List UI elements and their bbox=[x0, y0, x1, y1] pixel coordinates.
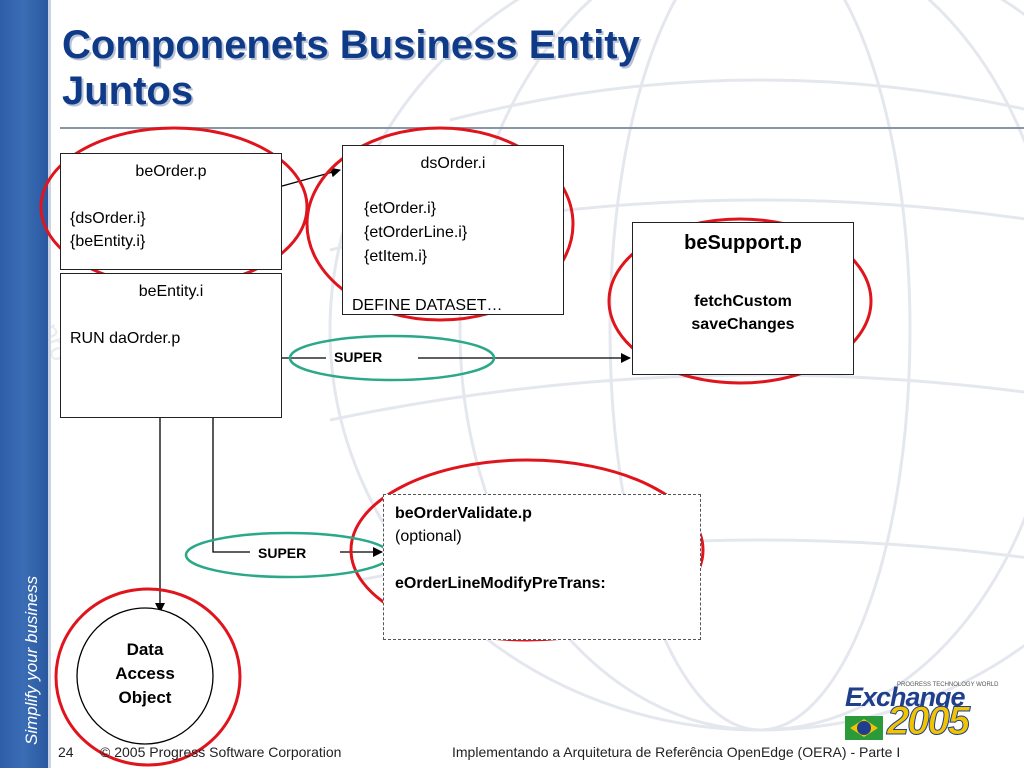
dao-label: Data Access Object bbox=[100, 638, 190, 710]
beorder-include-dsorder: {dsOrder.i} bbox=[70, 210, 146, 227]
beordervalidate-optional: (optional) bbox=[395, 528, 462, 545]
exchange-2005-logo: PROGRESS TECHNOLOGY WORLD Exchange 2005 bbox=[845, 682, 1010, 744]
beentity-box bbox=[60, 273, 282, 418]
footer-caption: Implementando a Arquitetura de Referênci… bbox=[452, 744, 901, 760]
besupport-box bbox=[632, 222, 854, 375]
dao-circle bbox=[76, 607, 214, 745]
sidebar bbox=[0, 0, 48, 768]
beordervalidate-pretrans: eOrderLineModifyPreTrans: bbox=[395, 575, 606, 592]
beorder-box bbox=[60, 153, 282, 270]
beorder-name: beOrder.p bbox=[135, 163, 207, 180]
copyright: © 2005 Progress Software Corporation bbox=[100, 744, 342, 760]
dsorder-include-etitem: {etItem.i} bbox=[364, 248, 428, 265]
super-label-bottom: SUPER bbox=[258, 545, 307, 561]
slide-title: Componenets Business Entity Juntos bbox=[62, 22, 962, 114]
dsorder-include-etorderline: {etOrderLine.i} bbox=[364, 224, 468, 241]
highlight-beordervalidate bbox=[349, 458, 705, 642]
highlight-dao bbox=[54, 587, 242, 767]
highlight-besupport bbox=[607, 217, 873, 385]
validate-connector bbox=[212, 418, 250, 553]
beentity-name: beEntity.i bbox=[138, 283, 204, 300]
logo-word: Exchange bbox=[845, 682, 966, 712]
dsorder-include-etorder: {etOrder.i} bbox=[364, 200, 437, 217]
title-divider bbox=[60, 127, 1024, 129]
logo-small-text: PROGRESS TECHNOLOGY WORLD bbox=[897, 682, 999, 688]
title-line-1: Componenets Business Entity bbox=[62, 23, 640, 67]
super-label-top: SUPER bbox=[334, 349, 383, 365]
beorder-include-beentity: {beEntity.i} bbox=[70, 233, 146, 250]
sidebar-edge bbox=[48, 0, 51, 768]
beordervalidate-box bbox=[383, 494, 701, 640]
dao-line-2: Access bbox=[115, 664, 175, 683]
besupport-savechanges: saveChanges bbox=[691, 316, 795, 333]
dsorder-name: dsOrder.i bbox=[420, 155, 486, 172]
page-number: 24 bbox=[58, 744, 74, 760]
highlight-super-top bbox=[288, 334, 496, 382]
dsorder-define-dataset: DEFINE DATASET… bbox=[352, 294, 503, 317]
besupport-fetchcustom: fetchCustom bbox=[694, 293, 792, 310]
define-dataset-text: DEFINE DATASET bbox=[352, 297, 487, 314]
dao-line-1: Data bbox=[126, 640, 164, 659]
dao-line-3: Object bbox=[118, 688, 172, 707]
beordervalidate-name: beOrderValidate.p bbox=[395, 505, 532, 522]
title-line-2: Juntos bbox=[62, 69, 194, 113]
define-dataset-ellipsis: … bbox=[486, 297, 503, 314]
highlight-dsorder bbox=[305, 126, 575, 322]
dsorder-box bbox=[342, 145, 564, 315]
beentity-run-daorder: RUN daOrder.p bbox=[70, 330, 181, 347]
brazil-flag-icon bbox=[845, 716, 883, 740]
logo-year: 2005 bbox=[887, 699, 971, 744]
besupport-name: beSupport.p bbox=[684, 232, 802, 254]
